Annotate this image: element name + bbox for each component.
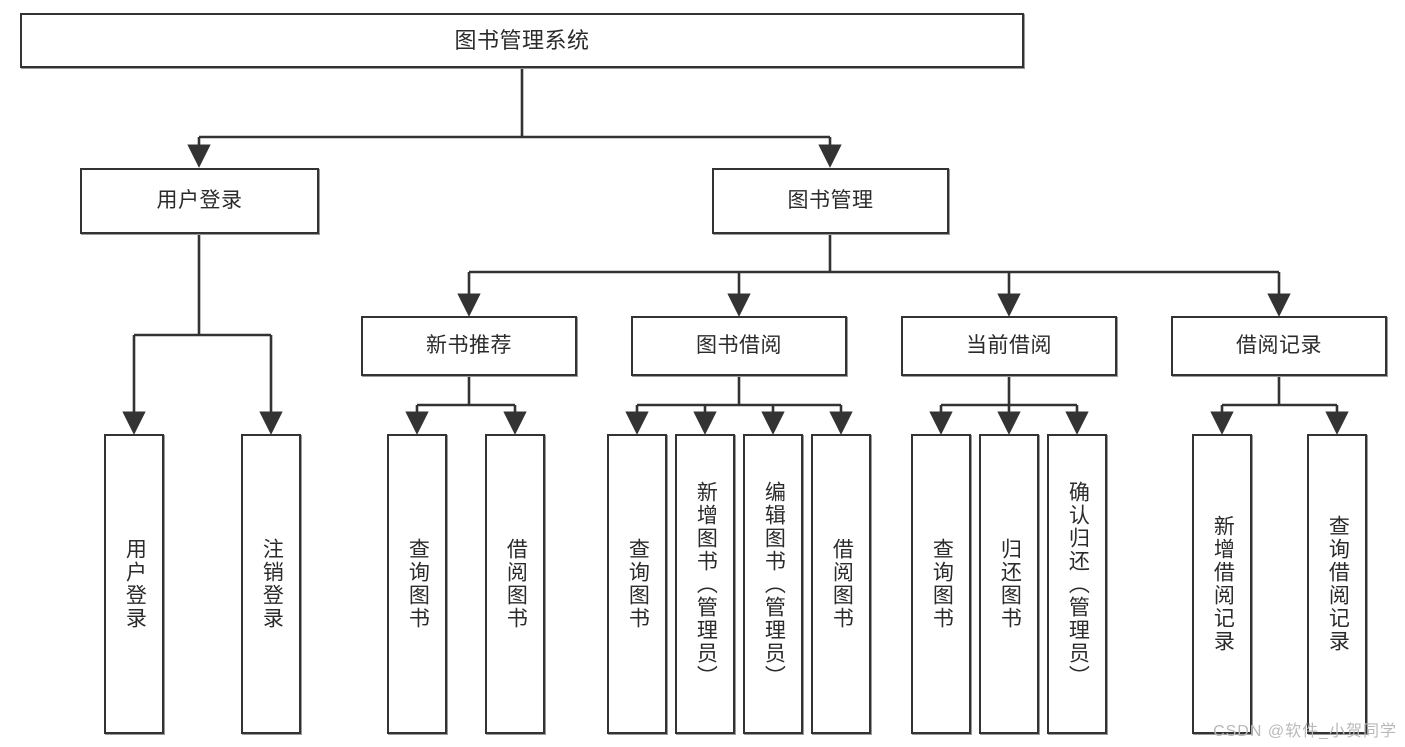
node-leaf-confirm-return-admin[interactable]: 确认归还（管理员） (1047, 434, 1107, 734)
node-leaf-borrow-book-new-label: 借阅图书 (504, 538, 528, 630)
node-new-book-recommend[interactable]: 新书推荐 (361, 316, 577, 376)
node-leaf-edit-book-admin[interactable]: 编辑图书（管理员） (743, 434, 803, 734)
node-leaf-query-book-new[interactable]: 查询图书 (387, 434, 447, 734)
node-leaf-return-book-label: 归还图书 (998, 538, 1022, 630)
node-leaf-query-borrow-record-label: 查询借阅记录 (1326, 515, 1350, 653)
node-root-label: 图书管理系统 (454, 27, 590, 53)
node-leaf-logout[interactable]: 注销登录 (241, 434, 301, 734)
node-leaf-add-book-admin-label: 新增图书（管理员） (694, 480, 718, 688)
node-leaf-borrow-book-new[interactable]: 借阅图书 (485, 434, 545, 734)
node-user-login-label: 用户登录 (156, 188, 243, 212)
node-book-management-label: 图书管理 (787, 188, 874, 212)
node-book-borrow[interactable]: 图书借阅 (631, 316, 847, 376)
node-current-borrow-label: 当前借阅 (966, 333, 1052, 357)
node-leaf-edit-book-admin-label: 编辑图书（管理员） (762, 480, 786, 688)
watermark-text: CSDN @软件_小贺同学 (1213, 723, 1397, 740)
node-leaf-add-borrow-record[interactable]: 新增借阅记录 (1192, 434, 1252, 734)
node-leaf-query-book-borrow-label: 查询图书 (626, 538, 650, 630)
node-user-login[interactable]: 用户登录 (80, 168, 319, 234)
node-leaf-logout-label: 注销登录 (260, 538, 284, 630)
node-leaf-query-borrow-record[interactable]: 查询借阅记录 (1307, 434, 1367, 734)
node-leaf-add-book-admin[interactable]: 新增图书（管理员） (675, 434, 735, 734)
node-leaf-user-login-label: 用户登录 (123, 538, 147, 630)
node-leaf-query-book-borrow[interactable]: 查询图书 (607, 434, 667, 734)
node-borrow-records[interactable]: 借阅记录 (1171, 316, 1387, 376)
node-new-book-recommend-label: 新书推荐 (426, 333, 512, 357)
node-leaf-return-book[interactable]: 归还图书 (979, 434, 1039, 734)
node-leaf-borrow-book[interactable]: 借阅图书 (811, 434, 871, 734)
node-leaf-user-login[interactable]: 用户登录 (104, 434, 164, 734)
node-leaf-add-borrow-record-label: 新增借阅记录 (1211, 515, 1235, 653)
node-book-borrow-label: 图书借阅 (696, 333, 782, 357)
node-leaf-query-book-new-label: 查询图书 (406, 538, 430, 630)
node-leaf-confirm-return-admin-label: 确认归还（管理员） (1066, 480, 1090, 688)
node-current-borrow[interactable]: 当前借阅 (901, 316, 1117, 376)
node-leaf-query-book-current-label: 查询图书 (930, 538, 954, 630)
node-book-management[interactable]: 图书管理 (712, 168, 949, 234)
node-leaf-query-book-current[interactable]: 查询图书 (911, 434, 971, 734)
node-borrow-records-label: 借阅记录 (1236, 333, 1322, 357)
node-leaf-borrow-book-label: 借阅图书 (830, 538, 854, 630)
node-root[interactable]: 图书管理系统 (20, 13, 1024, 68)
